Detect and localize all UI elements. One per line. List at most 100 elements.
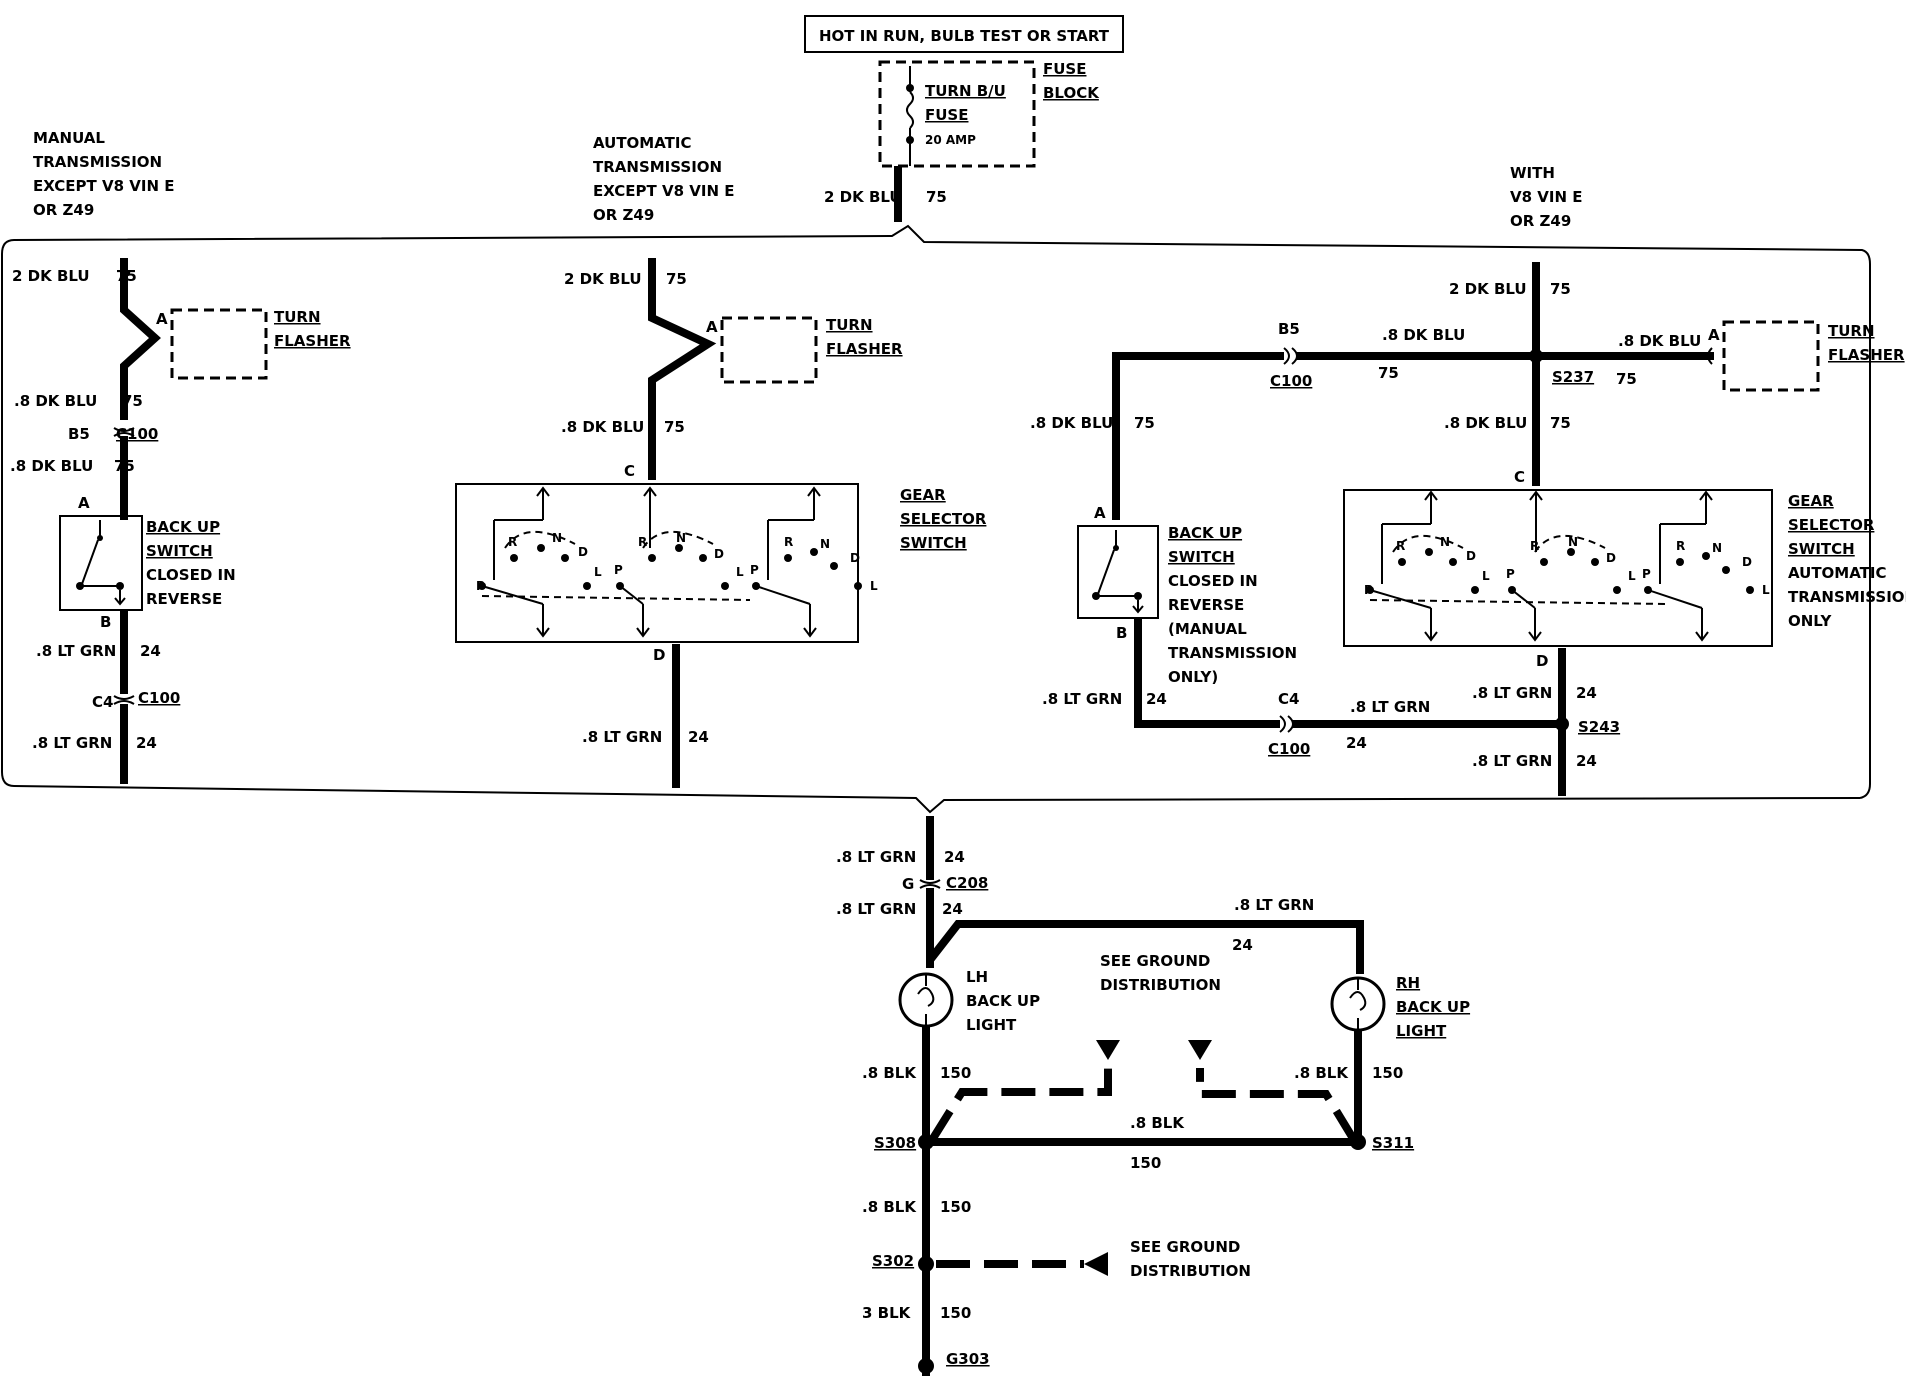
- lh-light-2: BACK UP: [966, 992, 1040, 1010]
- v8-connector-c100b-icon: [1279, 715, 1294, 733]
- v8-turn-flasher: [1722, 320, 1820, 392]
- auto-pos-l-3: L: [870, 579, 878, 593]
- v8-flasher-2: FLASHER: [1828, 346, 1905, 364]
- power-condition-box: [804, 15, 1124, 53]
- left-bracket: [1, 239, 15, 787]
- v8-circuit-left: 75: [1134, 414, 1155, 432]
- auto-turn-flasher: [720, 316, 818, 384]
- manual-pin-b: B: [100, 613, 111, 631]
- v8-pos-r-1: R: [1396, 539, 1405, 553]
- v8-switch-2: SWITCH: [1168, 548, 1235, 566]
- v8-wire-top: .8 DK BLU: [1382, 326, 1465, 344]
- auto-pos-r-1: R: [508, 535, 517, 549]
- auto-pos-p-2: P: [614, 563, 623, 577]
- lights-circuit-after: 24: [942, 900, 963, 918]
- right-bracket: [1859, 264, 1871, 799]
- manual-turn-flasher: [170, 308, 268, 380]
- v8-section: WITH V8 VIN E OR Z49 2 DK BLU 75 B5 C100…: [1030, 164, 1906, 796]
- auto-pos-d-1: D: [578, 545, 588, 559]
- auto-pin-c: C: [624, 462, 635, 480]
- v8-conn-pin-2: C4: [1278, 690, 1299, 708]
- lights-wire-in: .8 LT GRN: [836, 848, 916, 866]
- manual-connector-c100b-icon: [113, 695, 135, 705]
- lights-circuit-in: 24: [944, 848, 965, 866]
- auto-pos-n-2: N: [676, 531, 686, 545]
- v8-wire-in: 2 DK BLU: [1449, 280, 1527, 298]
- fuse-name-1: TURN B/U: [925, 82, 1006, 100]
- manual-conn-pin-1: B5: [68, 425, 90, 443]
- manual-wire-out: .8 LT GRN: [36, 642, 116, 660]
- lh-gnd-circuit: 150: [940, 1064, 971, 1082]
- manual-flasher-2: FLASHER: [274, 332, 351, 350]
- auto-pos-n-1: N: [552, 531, 562, 545]
- lights-wire-rh: .8 LT GRN: [1234, 896, 1314, 914]
- auto-wire-in: 2 DK BLU: [564, 270, 642, 288]
- auto-title-3: EXCEPT V8 VIN E: [593, 182, 734, 200]
- v8-flasher-1: TURN: [1828, 322, 1875, 340]
- rh-light-3: LIGHT: [1396, 1022, 1447, 1040]
- auto-pos-d-2: D: [714, 547, 724, 561]
- v8-pin-a-flasher: A: [1708, 326, 1720, 344]
- v8-gear-contacts: P R N D L P R N D L: [1364, 490, 1770, 642]
- v8-pos-l-1: L: [1482, 569, 1490, 583]
- feed-circuit-label: 75: [926, 188, 947, 206]
- v8-pos-r-3: R: [1676, 539, 1685, 553]
- auto-flasher-1: TURN: [826, 316, 873, 334]
- auto-pos-n-3: N: [820, 537, 830, 551]
- down-circuit-label: 150: [940, 1198, 971, 1216]
- feed-wire-label: 2 DK BLU: [824, 188, 902, 206]
- splice-down-label: S302: [872, 1252, 914, 1270]
- auto-feed-wire: [648, 258, 717, 480]
- v8-circuit-sw-out: 24: [1146, 690, 1167, 708]
- v8-pin-c: C: [1514, 468, 1525, 486]
- manual-circuit-out: 24: [140, 642, 161, 660]
- auto-title-2: TRANSMISSION: [593, 158, 722, 176]
- v8-pin-b: B: [1116, 624, 1127, 642]
- auto-gear-selector-switch: [455, 483, 859, 643]
- v8-pin-a: A: [1094, 504, 1106, 522]
- ground-label: G303: [946, 1350, 990, 1368]
- v8-title-1: WITH: [1510, 164, 1555, 182]
- auto-pos-l-1: L: [594, 565, 602, 579]
- v8-gear-selector-switch: [1343, 489, 1773, 647]
- v8-switch-5: (MANUAL: [1168, 620, 1247, 638]
- lh-ground-arrow-icon: [1096, 1040, 1120, 1060]
- v8-wire-sw-out: .8 LT GRN: [1042, 690, 1122, 708]
- auto-pos-r-3: R: [784, 535, 793, 549]
- v8-connector-c100-icon: [1283, 347, 1298, 365]
- fuse-block-outline: [878, 60, 1036, 168]
- manual-pin-a-flasher: A: [156, 310, 168, 328]
- lights-conn-pin: G: [902, 875, 914, 893]
- auto-circuit-mid: 75: [664, 418, 685, 436]
- manual-conn-name-2: C100: [138, 689, 180, 707]
- auto-gear-contacts: P R N D L P R N D L: [476, 486, 878, 638]
- manual-wire-mid2: .8 DK BLU: [10, 457, 93, 475]
- auto-wire-mid: .8 DK BLU: [561, 418, 644, 436]
- rh-light-1: RH: [1396, 974, 1420, 992]
- splice-s311: [1350, 1134, 1366, 1150]
- v8-switch-3: CLOSED IN: [1168, 572, 1258, 590]
- rh-light-2: BACK UP: [1396, 998, 1470, 1016]
- v8-wire-bottom: .8 LT GRN: [1350, 698, 1430, 716]
- v8-conn-name-2: C100: [1268, 740, 1310, 758]
- last-circuit-label: 150: [940, 1304, 971, 1322]
- v8-circuit-flasher: 75: [1616, 370, 1637, 388]
- see-ground-4: DISTRIBUTION: [1130, 1262, 1251, 1280]
- v8-wire-flasher: .8 DK BLU: [1618, 332, 1701, 350]
- lights-circuit-rh: 24: [1232, 936, 1253, 954]
- lh-ground-dashed-wire: [928, 1068, 1112, 1143]
- v8-backup-switch: [1077, 525, 1159, 619]
- auto-wire-out: .8 LT GRN: [582, 728, 662, 746]
- cross-wire-label: .8 BLK: [1130, 1114, 1185, 1132]
- v8-gear-label-2: SELECTOR: [1788, 516, 1875, 534]
- bottom-bracket-line: [13, 785, 1861, 814]
- manual-connector-c100-icon: [113, 427, 135, 437]
- manual-wire-mid: .8 DK BLU: [14, 392, 97, 410]
- fuse-name-2: FUSE: [925, 106, 968, 124]
- v8-splice-s243: [1555, 717, 1569, 731]
- v8-splice-s237: [1529, 349, 1543, 363]
- auto-flasher-2: FLASHER: [826, 340, 903, 358]
- manual-wire-out2: .8 LT GRN: [32, 734, 112, 752]
- see-ground-3: SEE GROUND: [1130, 1238, 1240, 1256]
